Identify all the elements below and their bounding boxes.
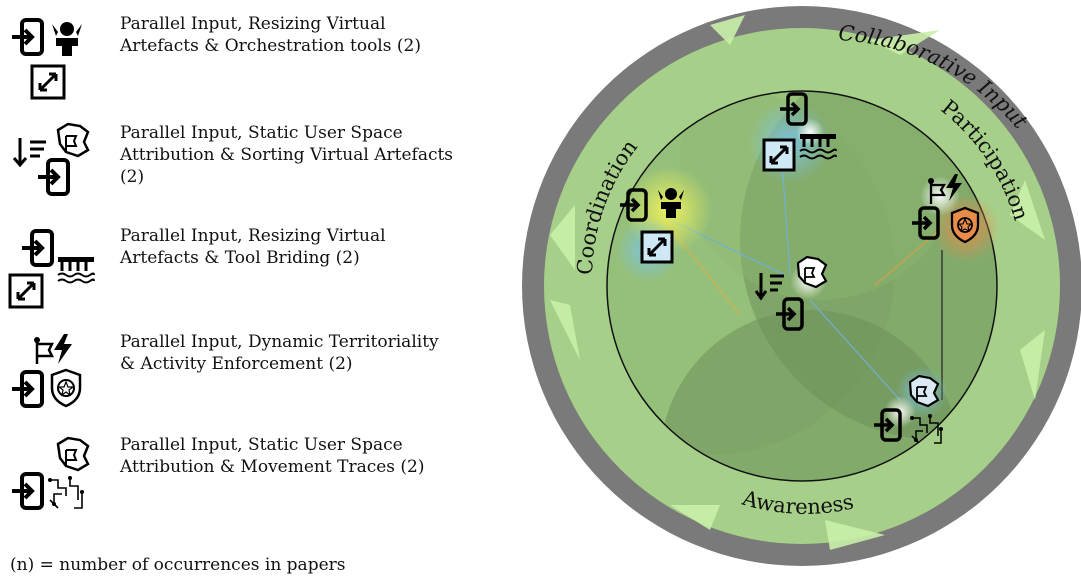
awareness-region (660, 310, 960, 481)
legend-item: Parallel Input, Resizing Virtual Artefac… (0, 10, 500, 110)
legend-item: Parallel Input, Static User Space Attrib… (0, 430, 500, 530)
resize-icon (8, 273, 44, 309)
movement-traces-icon (910, 414, 943, 444)
parallel-input-icon (874, 408, 902, 442)
legend-item-text: Parallel Input, Dynamic Territoriality &… (120, 332, 439, 374)
cluster-tool-bridging (748, 92, 837, 184)
resize-icon (762, 138, 796, 172)
tool-bridging-icon (57, 257, 95, 284)
resize-icon (30, 64, 66, 100)
orchestration-tool-icon (52, 22, 82, 56)
cluster-movement-traces (874, 366, 948, 444)
collaboration-diagram: Collaborative Input Coordination Partici… (522, 6, 1081, 566)
parallel-input-icon (620, 188, 648, 222)
legend-icon-group (12, 334, 82, 408)
legend-item-text: Parallel Input, Static User Space Attrib… (120, 123, 454, 187)
parallel-input-icon (22, 229, 54, 267)
legend-item: Parallel Input, Static User Space Attrib… (0, 118, 500, 208)
territoriality-flag-icon (34, 337, 55, 364)
legend-item-text: Parallel Input, Resizing Virtual Artefac… (120, 14, 421, 56)
legend-item: Parallel Input, Dynamic Territoriality &… (0, 330, 500, 420)
sorting-icon (12, 138, 46, 168)
user-space-attribution-icon (908, 374, 940, 408)
legend-item: Parallel Input, Resizing Virtual Artefac… (0, 225, 500, 320)
parallel-input-icon (776, 297, 804, 331)
legend-icon-group (12, 122, 90, 196)
parallel-input-icon (12, 370, 44, 408)
legend-item-text: Parallel Input, Static User Space Attrib… (120, 435, 425, 477)
parallel-input-icon (912, 206, 940, 240)
legend-icon-group (12, 436, 90, 510)
user-space-attribution-icon (56, 122, 90, 158)
footnote: (n) = number of occurrences in papers (10, 555, 346, 575)
user-space-attribution-icon (796, 255, 828, 289)
orchestration-tool-icon (658, 188, 684, 218)
enforcement-badge-icon (50, 368, 82, 408)
resize-icon (640, 230, 674, 264)
flow-arrows (550, 15, 1045, 550)
legend-icon-group (12, 18, 82, 100)
parallel-input-icon (12, 18, 44, 56)
parallel-input-icon (780, 92, 808, 126)
user-space-attribution-icon (56, 436, 90, 472)
cluster-sorting (754, 255, 828, 331)
lightning-icon (54, 334, 72, 364)
tool-bridging-icon (799, 134, 837, 160)
legend-icon-group (8, 229, 95, 309)
lightning-icon (946, 174, 962, 201)
movement-traces-icon (48, 476, 84, 509)
inner-circle-outline (606, 90, 998, 482)
parallel-input-icon (12, 472, 44, 510)
parallel-input-icon (38, 158, 70, 196)
legend-item-text: Parallel Input, Resizing Virtual Artefac… (120, 226, 386, 268)
enforcement-badge-icon (950, 206, 980, 244)
cluster-territoriality (912, 174, 1000, 262)
cluster-orchestration (616, 166, 712, 282)
sorting-icon (754, 273, 784, 301)
territoriality-flag-icon (928, 178, 947, 204)
